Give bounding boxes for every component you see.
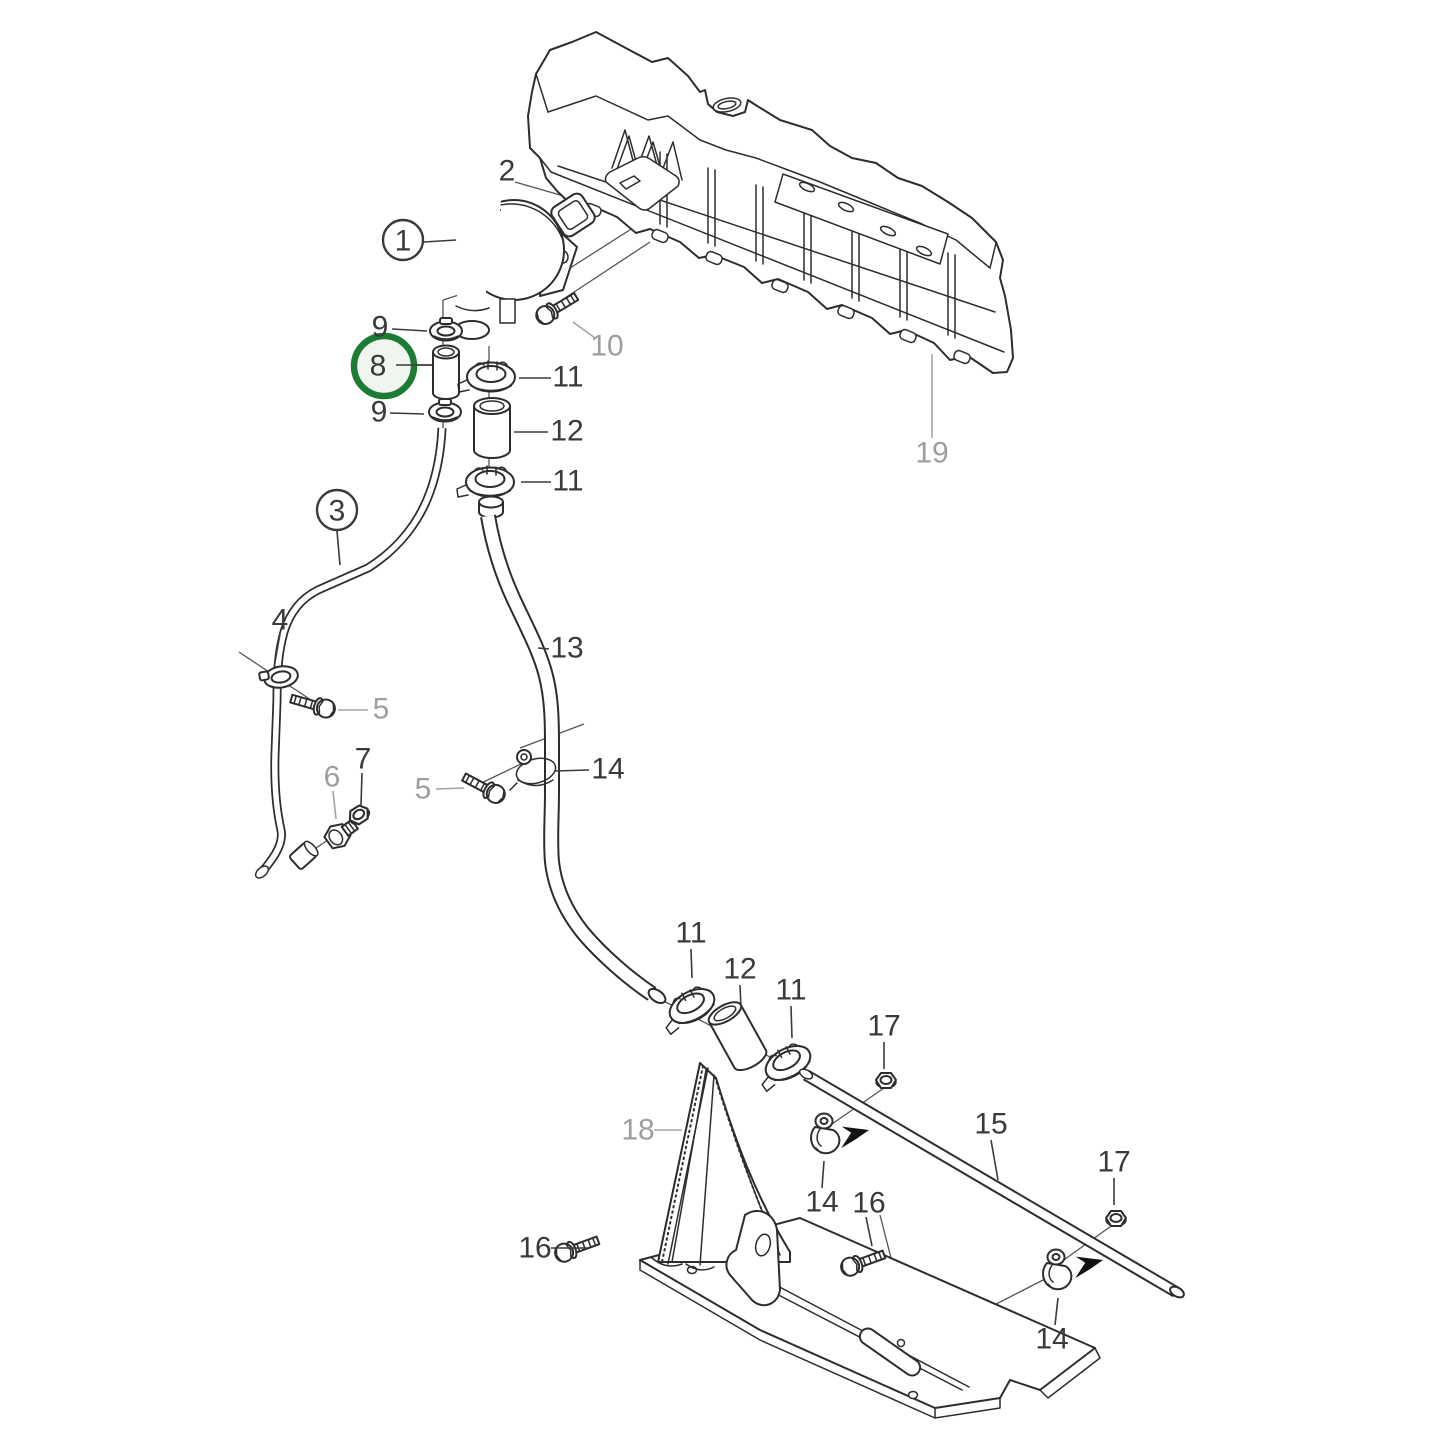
svg-text:4: 4	[272, 604, 289, 637]
callout-12b[interactable]: 12	[723, 953, 756, 986]
clamp-4	[258, 665, 299, 689]
clip-14-mid	[509, 749, 557, 791]
callout-8-highlighted[interactable]: 8	[370, 350, 387, 383]
callout-5b[interactable]: 5	[415, 773, 432, 806]
callout-11b[interactable]: 11	[552, 465, 583, 498]
clip-14-a	[810, 1112, 841, 1155]
callout-5a[interactable]: 5	[373, 693, 390, 726]
mounting-bracket	[639, 1062, 1101, 1419]
svg-text:5: 5	[373, 693, 390, 726]
nut-17-b	[1105, 1210, 1127, 1227]
callout-11a[interactable]: 11	[552, 361, 583, 394]
callout-14c[interactable]: 14	[1035, 1323, 1068, 1356]
svg-text:5: 5	[415, 773, 432, 806]
callout-12a[interactable]: 12	[550, 415, 583, 448]
svg-text:7: 7	[355, 743, 372, 776]
callout-19[interactable]: 19	[915, 437, 948, 470]
callout-16b[interactable]: 16	[852, 1187, 885, 1220]
arrow-icon	[1070, 1251, 1106, 1279]
svg-text:13: 13	[550, 632, 583, 665]
callout-14a[interactable]: 14	[591, 753, 624, 786]
bolt-5-left	[287, 688, 339, 721]
leader-lines	[274, 239, 1115, 1326]
nut-17-a	[875, 1072, 897, 1089]
svg-text:11: 11	[552, 361, 583, 394]
svg-text:18: 18	[621, 1114, 654, 1147]
callouts: 1 2 3 4 5 5 6 7 8 9 9 10 11 12 11 13 14 …	[272, 155, 1131, 1356]
svg-text:14: 14	[1035, 1323, 1068, 1356]
svg-text:12: 12	[723, 953, 756, 986]
clamp-9-bottom	[428, 398, 462, 423]
svg-text:17: 17	[1097, 1146, 1130, 1179]
svg-text:3: 3	[329, 495, 346, 528]
vent-tube-8	[432, 344, 460, 400]
svg-text:16: 16	[852, 1187, 885, 1220]
svg-text:14: 14	[805, 1186, 838, 1219]
callout-13[interactable]: 13	[550, 632, 583, 665]
svg-text:11: 11	[775, 974, 806, 1007]
callout-10[interactable]: 10	[590, 330, 623, 363]
callout-4[interactable]: 4	[272, 604, 289, 637]
svg-text:17: 17	[867, 1010, 900, 1043]
callout-6[interactable]: 6	[324, 761, 341, 794]
callout-9a[interactable]: 9	[372, 311, 389, 344]
callout-16a[interactable]: 16	[518, 1232, 551, 1265]
callout-14b[interactable]: 14	[805, 1186, 838, 1219]
gasket	[550, 192, 596, 238]
svg-text:15: 15	[974, 1108, 1007, 1141]
svg-text:16: 16	[518, 1232, 551, 1265]
svg-text:11: 11	[675, 917, 706, 950]
callout-18[interactable]: 18	[621, 1114, 654, 1147]
svg-text:9: 9	[372, 311, 389, 344]
clamp-11-lower-1	[654, 979, 722, 1036]
svg-text:1: 1	[395, 225, 412, 258]
sleeve-12-lower	[707, 1001, 768, 1072]
callout-3[interactable]: 3	[315, 488, 359, 532]
svg-text:2: 2	[499, 155, 516, 188]
svg-text:19: 19	[915, 437, 948, 470]
vent-pipe-3	[254, 427, 447, 879]
breather-assembly	[454, 195, 578, 340]
svg-text:9: 9	[371, 396, 388, 429]
svg-text:14: 14	[591, 753, 624, 786]
svg-text:10: 10	[590, 330, 623, 363]
callout-7[interactable]: 7	[355, 743, 372, 776]
clamp-11-upper-2	[456, 465, 515, 498]
hose-13	[480, 514, 667, 1005]
svg-text:8: 8	[370, 350, 387, 383]
clamp-11-upper-1	[457, 360, 516, 393]
clip-14-b	[1042, 1248, 1073, 1291]
callout-11d[interactable]: 11	[775, 974, 806, 1007]
callout-2[interactable]: 2	[499, 155, 516, 188]
callout-15[interactable]: 15	[974, 1108, 1007, 1141]
callout-9b[interactable]: 9	[371, 396, 388, 429]
clamp-9-top	[429, 317, 463, 342]
sleeve-12-upper	[473, 397, 511, 459]
pipe-15	[798, 1068, 1185, 1299]
callout-17b[interactable]: 17	[1097, 1146, 1130, 1179]
bolt-5-mid	[458, 768, 509, 808]
valve-cover	[527, 31, 1014, 374]
svg-text:11: 11	[552, 465, 583, 498]
svg-text:6: 6	[324, 761, 341, 794]
highlight-ring-item-8[interactable]	[350, 332, 418, 400]
callout-1[interactable]: 1	[381, 218, 425, 262]
svg-text:12: 12	[550, 415, 583, 448]
arrow-icon	[836, 1121, 872, 1149]
callout-17a[interactable]: 17	[867, 1010, 900, 1043]
callout-11c[interactable]: 11	[675, 917, 706, 950]
hose-stub	[478, 495, 504, 519]
